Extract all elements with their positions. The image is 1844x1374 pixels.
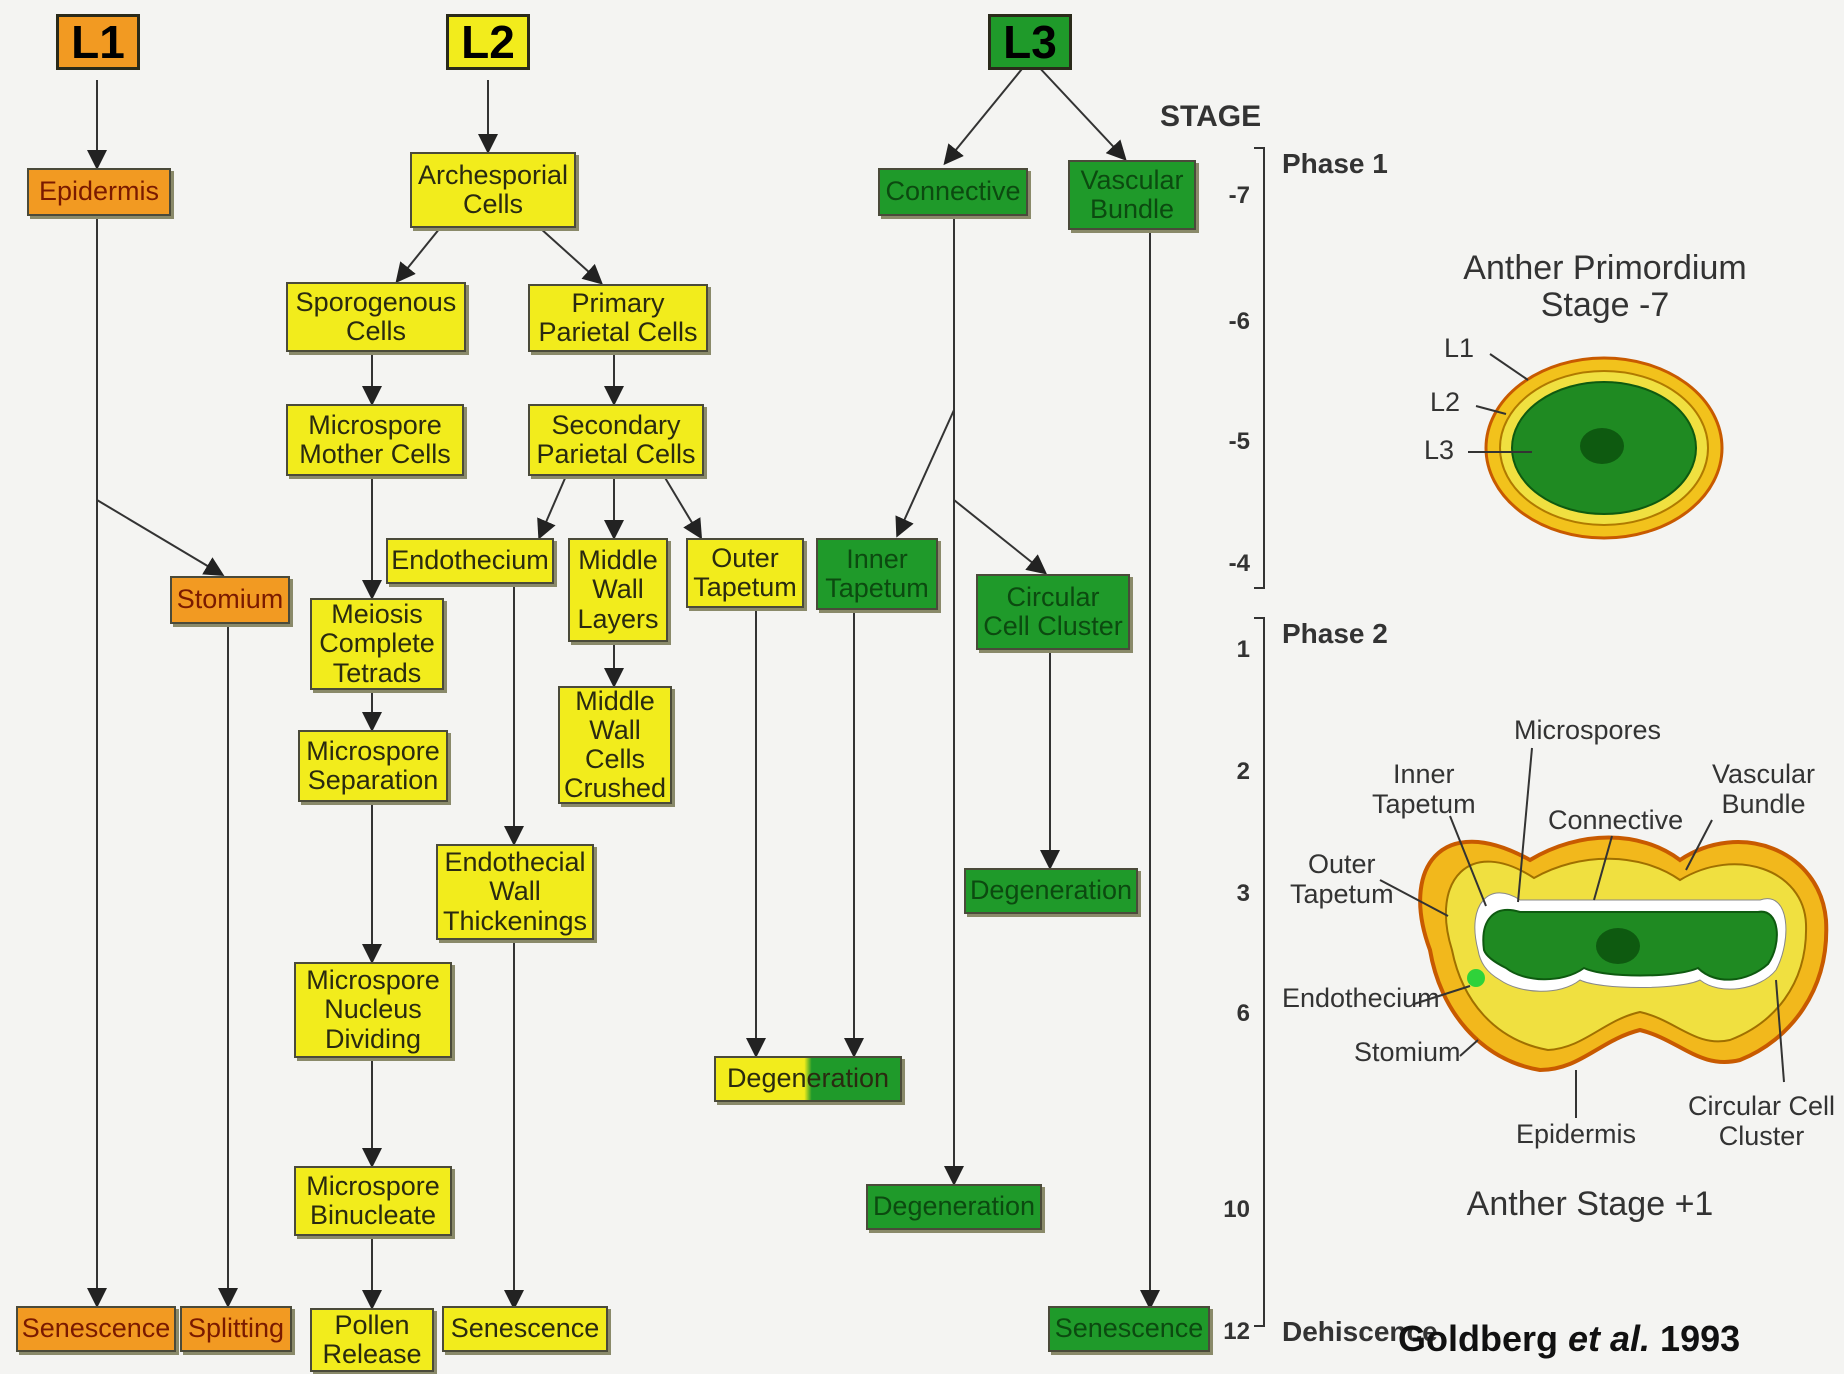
citation-authors: Goldberg (1398, 1318, 1568, 1359)
stage-number: 1 (1236, 636, 1250, 663)
stage-number: 6 (1236, 1000, 1250, 1027)
box-endothecium: Endothecium (386, 538, 554, 584)
box-senescence-l3: Senescence (1048, 1306, 1210, 1352)
stage-number: 2 (1236, 758, 1250, 785)
box-archesporial-cells: Archesporial Cells (410, 152, 576, 228)
box-pollen-release: Pollen Release (310, 1308, 434, 1372)
arrow (537, 475, 567, 540)
box-circular-cell-cluster: Circular Cell Cluster (976, 574, 1130, 650)
dehiscence-label: Dehiscence (1282, 1316, 1438, 1347)
anther-label-vascular-bundle: Vascular Bundle (1712, 759, 1816, 819)
phase1-bracket (1254, 147, 1265, 589)
stage-number: -7 (1228, 182, 1250, 209)
anther-stage1-diagram (1379, 747, 1829, 1118)
layer-l1-header: L1 (56, 14, 140, 70)
stage-number: 3 (1236, 880, 1250, 907)
box-middle-wall-layers: Middle Wall Layers (568, 538, 668, 642)
anther-label-inner-tapetum: Inner Tapetum (1372, 759, 1476, 819)
stage-number: -5 (1228, 428, 1250, 455)
box-inner-tapetum: Inner Tapetum (816, 538, 938, 610)
anther-title: Anther Stage +1 (1466, 1185, 1714, 1223)
box-senescence-l1: Senescence (16, 1306, 176, 1352)
box-endothecial-wall-thickenings: Endothecial Wall Thickenings (436, 844, 594, 940)
anther-label-epidermis: Epidermis (1516, 1119, 1637, 1149)
anther-primordium-diagram (1468, 353, 1724, 540)
box-microspore-mother-cells: Microspore Mother Cells (286, 404, 464, 476)
box-connective: Connective (878, 168, 1028, 216)
box-degeneration-circular: Degeneration (964, 868, 1138, 914)
primordium-label-l1: L1 (1444, 333, 1475, 363)
arrow (953, 499, 1048, 575)
arrow (395, 227, 441, 284)
box-meiosis-complete-tetrads: Meiosis Complete Tetrads (310, 598, 444, 690)
stage-number: -4 (1228, 550, 1250, 577)
arrow (539, 227, 603, 285)
stage-number: 12 (1223, 1318, 1250, 1345)
anther-label-outer-tapetum: Outer Tapetum (1290, 849, 1394, 909)
box-secondary-parietal-cells: Secondary Parietal Cells (528, 404, 704, 476)
arrow (96, 499, 225, 577)
layer-l2-header: L2 (446, 14, 530, 70)
phase2-bracket (1254, 617, 1265, 1327)
box-microspore-separation: Microspore Separation (298, 730, 448, 802)
box-stomium: Stomium (170, 576, 290, 624)
phase2-label: Phase 2 (1282, 618, 1388, 649)
box-sporogenous-cells: Sporogenous Cells (286, 282, 466, 352)
anther-label-circular-cell-cluster: Circular Cell Cluster (1688, 1091, 1836, 1151)
anther-label-microspores: Microspores (1514, 715, 1662, 745)
box-middle-wall-cells-crushed: Middle Wall Cells Crushed (558, 686, 672, 804)
citation-year: 1993 (1650, 1318, 1741, 1359)
box-senescence-l2: Senescence (442, 1306, 608, 1352)
arrow (895, 409, 955, 538)
box-degeneration-tapetum: Degeneration (714, 1056, 902, 1102)
box-outer-tapetum: Outer Tapetum (686, 538, 804, 608)
anther-label-endothecium: Endothecium (1282, 983, 1440, 1013)
phase1-label: Phase 1 (1282, 148, 1388, 179)
layer-l3-header: L3 (988, 14, 1072, 70)
primordium-label-l2: L2 (1430, 387, 1461, 417)
anther-label-connective: Connective (1548, 805, 1684, 835)
arrow (943, 63, 1027, 166)
stage-number: -6 (1228, 308, 1250, 335)
primordium-label-l3: L3 (1424, 435, 1455, 465)
box-splitting: Splitting (180, 1306, 292, 1352)
box-microspore-binucleate: Microspore Binucleate (294, 1166, 452, 1236)
arrow (663, 475, 703, 540)
stage-header: STAGE (1160, 100, 1262, 133)
box-vascular-bundle: Vascular Bundle (1068, 160, 1196, 230)
anther-label-stomium: Stomium (1354, 1037, 1461, 1067)
citation-etal: et al. (1568, 1318, 1651, 1359)
arrow (1035, 63, 1127, 161)
box-primary-parietal-cells: Primary Parietal Cells (528, 284, 708, 352)
box-microspore-nucleus-dividing: Microspore Nucleus Dividing (294, 962, 452, 1058)
citation: Goldberg et al. 1993 (1398, 1318, 1740, 1360)
stage-number: 10 (1223, 1196, 1250, 1223)
box-epidermis: Epidermis (27, 168, 171, 216)
primordium-title: Anther Primordium Stage -7 (1463, 249, 1747, 325)
box-degeneration-connective: Degeneration (866, 1184, 1042, 1230)
